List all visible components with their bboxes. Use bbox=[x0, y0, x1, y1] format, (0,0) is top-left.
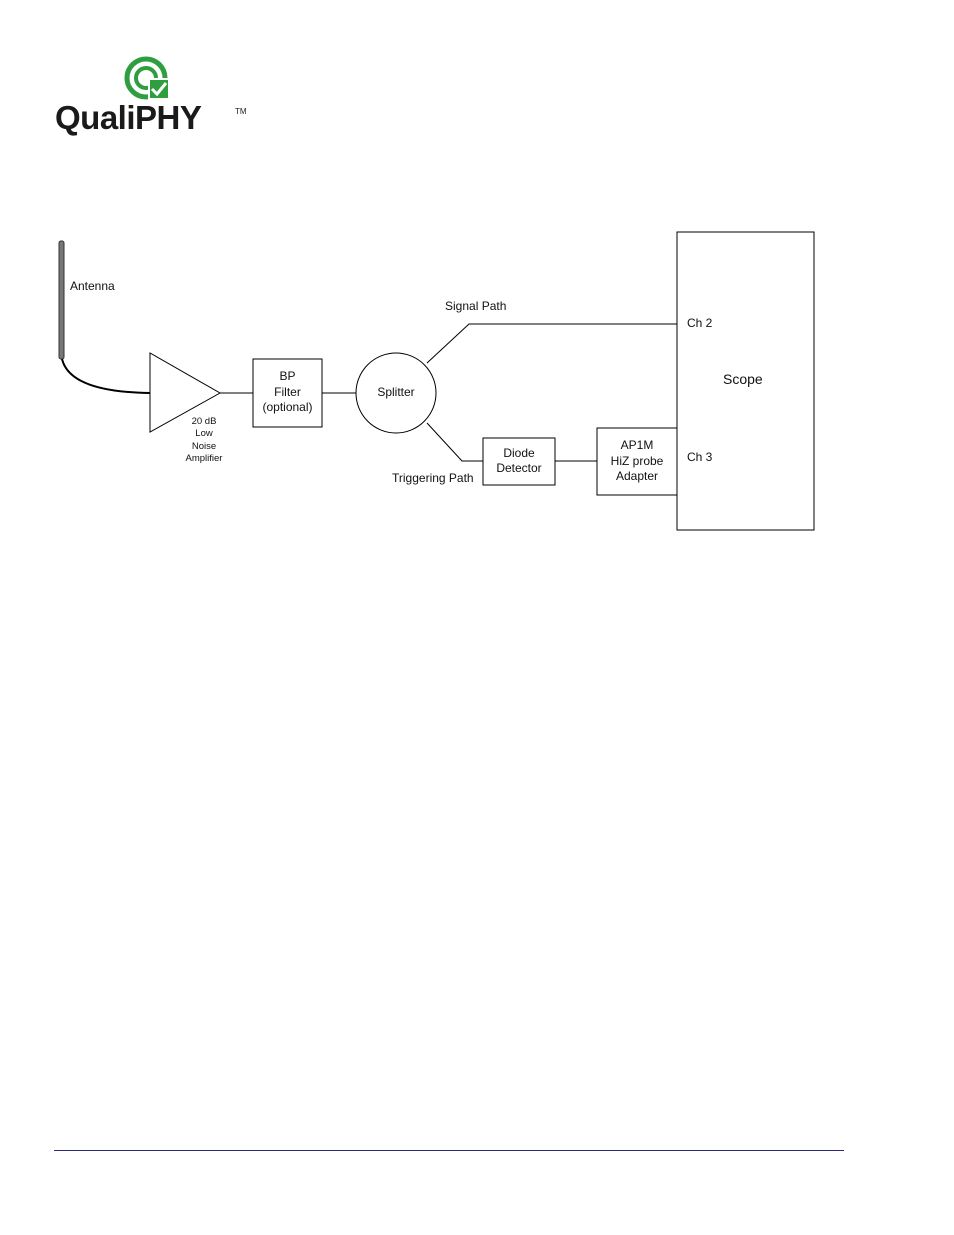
filter-label-line: BP bbox=[253, 369, 322, 385]
adapter-label: AP1M HiZ probe Adapter bbox=[597, 438, 677, 485]
rf-test-setup-diagram: Antenna 20 dB Low Noise Amplifier BP Fil… bbox=[0, 0, 954, 600]
ch3-label: Ch 3 bbox=[687, 450, 712, 464]
signal-path-line bbox=[427, 324, 677, 363]
adapter-label-line: HiZ probe bbox=[597, 454, 677, 470]
footer-divider bbox=[54, 1150, 844, 1151]
ch2-label: Ch 2 bbox=[687, 316, 712, 330]
diode-detector-label-line: Detector bbox=[483, 461, 555, 476]
antenna-label: Antenna bbox=[70, 279, 115, 293]
filter-label-line: Filter bbox=[253, 385, 322, 401]
antenna-icon bbox=[59, 241, 64, 359]
diode-detector-label: Diode Detector bbox=[483, 446, 555, 476]
triggering-path-label: Triggering Path bbox=[392, 471, 474, 485]
amplifier-label-line: 20 dB bbox=[174, 416, 234, 428]
amplifier-label-line: Amplifier bbox=[174, 453, 234, 465]
triggering-path-line bbox=[427, 423, 483, 461]
scope-label: Scope bbox=[723, 371, 763, 387]
diode-detector-label-line: Diode bbox=[483, 446, 555, 461]
amplifier-label-line: Low bbox=[174, 428, 234, 440]
adapter-label-line: AP1M bbox=[597, 438, 677, 454]
adapter-label-line: Adapter bbox=[597, 469, 677, 485]
antenna-cable bbox=[62, 359, 150, 393]
filter-label: BP Filter (optional) bbox=[253, 369, 322, 416]
filter-label-line: (optional) bbox=[253, 400, 322, 416]
amplifier-label-line: Noise bbox=[174, 441, 234, 453]
amplifier-label: 20 dB Low Noise Amplifier bbox=[174, 416, 234, 465]
signal-path-label: Signal Path bbox=[445, 299, 506, 313]
splitter-label: Splitter bbox=[356, 385, 436, 399]
